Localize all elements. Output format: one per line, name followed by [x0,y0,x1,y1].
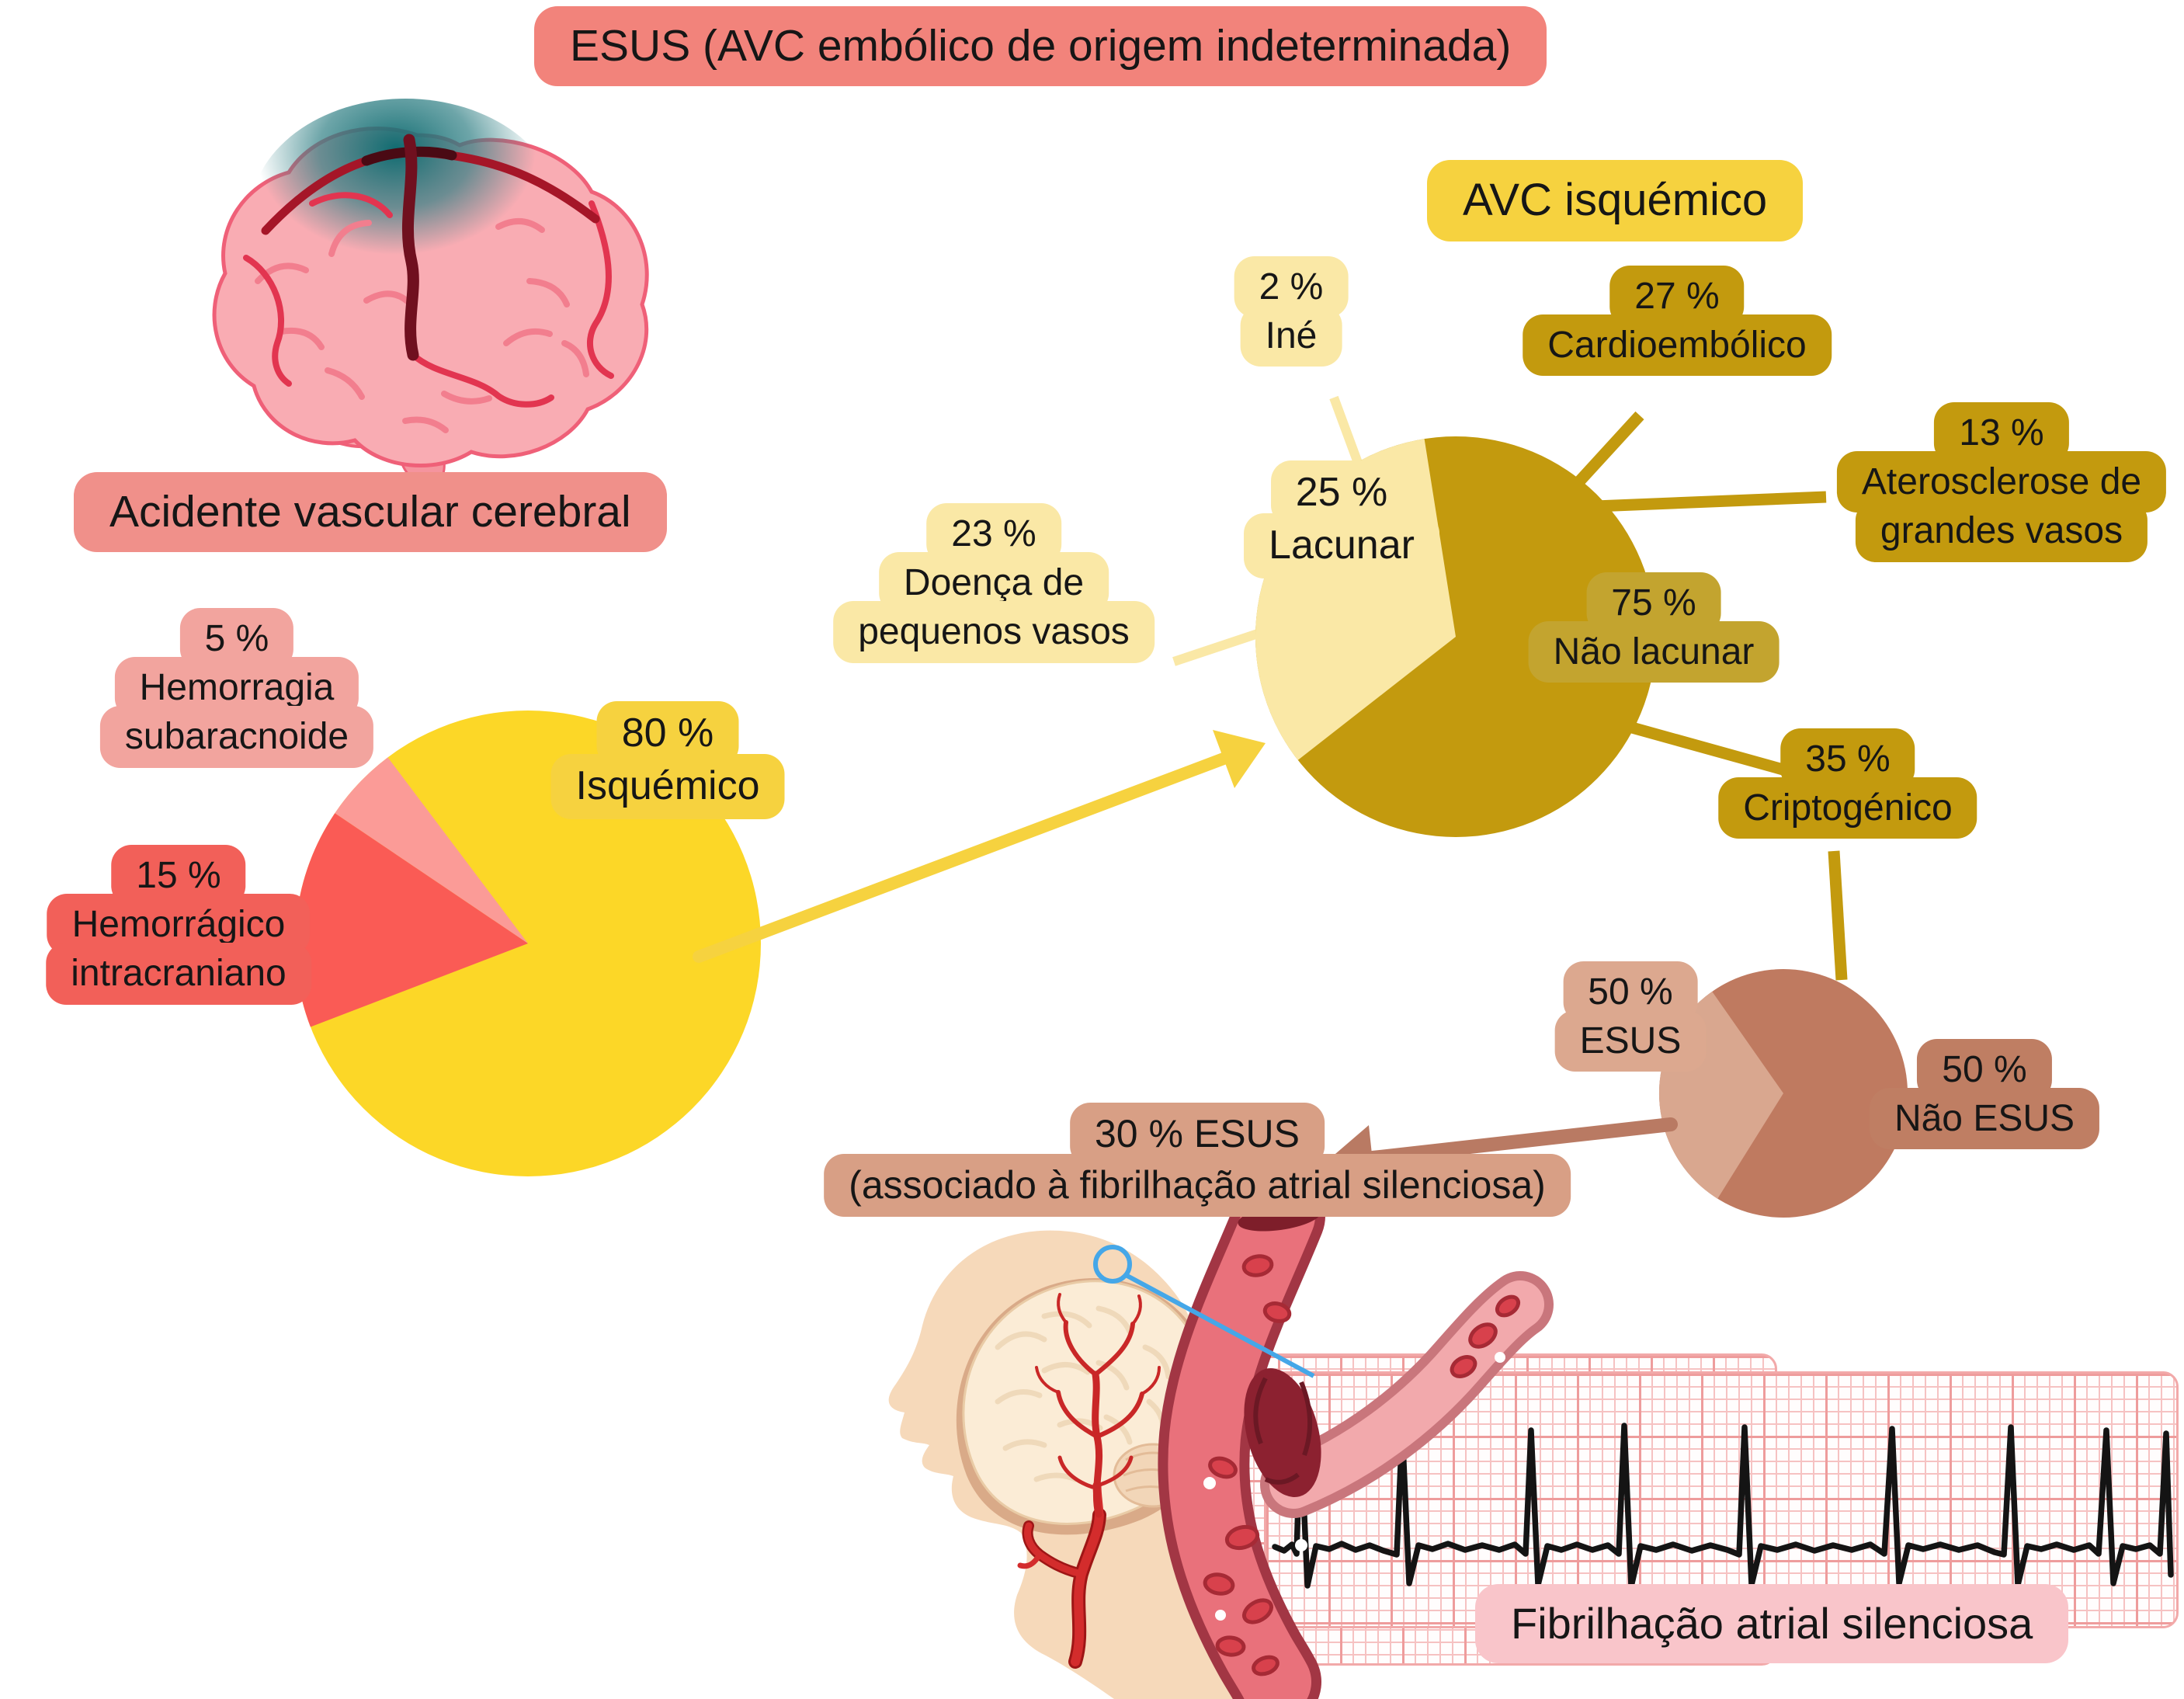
badge-5pct-hemorragia-subaracnoide: 5 % Hemorragia subaracnoide [99,608,374,768]
badge-27pct-cardioembolico: 27 % Cardioembólico [1523,266,1832,377]
badge-line: ESUS [1554,1010,1707,1072]
brain-arteries [1035,1293,1161,1518]
badge-30pct-esus-fa: 30 % ESUS (associado à fibrilhação atria… [824,1103,1571,1217]
badge-50pct-esus: 50 % ESUS [1554,961,1707,1072]
badge-15pct-hemorragico-intracraniano: 15 % Hemorrágico intracraniano [46,845,311,1005]
badge-line: (associado à fibrilhação atrial silencio… [824,1153,1571,1217]
label-avc-isquemico: AVC isquémico [1427,160,1804,241]
ecg-grid-panel-main [1264,1371,2179,1628]
brain-stroke-illustration [212,99,649,486]
brain-gyri [255,218,589,433]
vessel-highlight-dots [1203,1352,1505,1621]
arrow-isquemico-icon [693,730,1266,963]
label-avc-cerebral: Acidente vascular cerebral [74,472,667,553]
pie-avc [294,711,761,1176]
head-brain-gyri [995,1305,1172,1482]
badge-75pct-nao-lacunar: 75 % Não lacunar [1528,572,1779,683]
vessel-branch [1260,1271,1554,1518]
clot-location-marker-icon [1093,1245,1315,1378]
badge-line: intracraniano [46,943,311,1005]
badge-line: Não lacunar [1528,621,1779,683]
page-title: ESUS (AVC embólico de origem indetermina… [534,6,1547,87]
badge-50pct-nao-esus: 50 % Não ESUS [1869,1039,2100,1150]
badge-13pct-aterosclerose: 13 % Aterosclerose de grandes vasos [1836,402,2167,562]
badge-line: Lacunar [1244,512,1439,578]
badge-line: Cardioembólico [1523,314,1832,377]
red-blood-cells [1203,1254,1521,1676]
badge-line: pequenos vasos [833,601,1154,663]
carotid-artery [1017,1481,1106,1669]
badge-line: Isquémico [550,753,785,819]
badge-line: Criptogénico [1718,777,1977,839]
badge-line: subaracnoide [99,706,374,768]
vessel-clot-illustration [1158,1170,1554,1699]
badge-line: grandes vasos [1855,500,2148,562]
badge-80pct-isquemico: 80 % Isquémico [550,701,785,819]
blood-clot [1244,1368,1321,1497]
badge-35pct-criptogenico: 35 % Criptogénico [1718,728,1977,839]
label-fibrilhacao: Fibrilhação atrial silenciosa [1475,1584,2069,1663]
badge-25pct-lacunar: 25 % Lacunar [1244,460,1439,578]
badge-line: Não ESUS [1869,1088,2100,1150]
brain-vessels [243,192,614,408]
badge-2pct-ine: 2 % Iné [1234,256,1349,367]
badge-line: Iné [1240,305,1342,367]
head-profile-illustration [888,1230,1234,1699]
ecg-trace [1272,1423,2174,1590]
